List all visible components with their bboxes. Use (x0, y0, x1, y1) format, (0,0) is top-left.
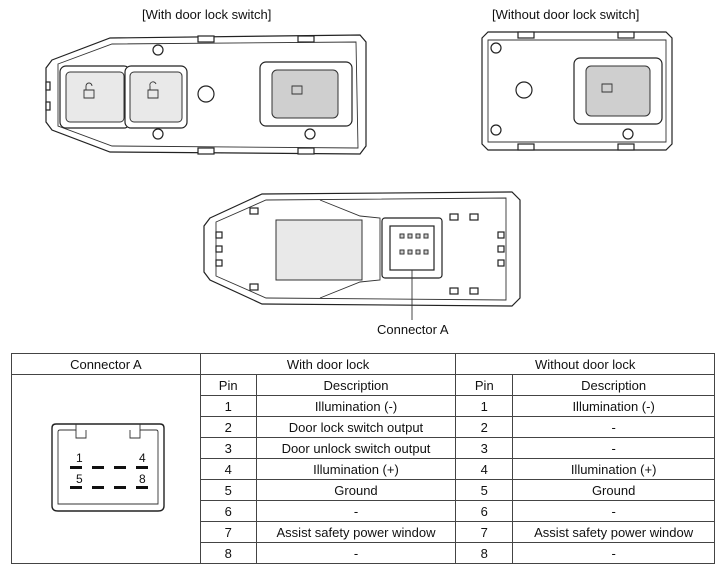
description-without: - (512, 500, 715, 522)
table-header-row: Connector A With door lock Without door … (11, 353, 715, 375)
description-without: Ground (512, 479, 715, 501)
description-with: - (255, 500, 457, 522)
pin-without: 4 (455, 458, 514, 480)
description-without: Illumination (+) (512, 458, 715, 480)
table-subheader-row: 1 4 5 8 Pin Description Pin Description (11, 374, 715, 564)
pin-without: 6 (455, 500, 514, 522)
pin-with: 3 (199, 437, 257, 459)
switch-with-door-lock-drawing (45, 34, 367, 155)
description-with: Illumination (-) (255, 395, 457, 417)
caption-without-door-lock-switch: [Without door lock switch] (492, 7, 640, 22)
pin-with: 7 (199, 521, 257, 543)
description-with: Door unlock switch output (255, 437, 457, 459)
table-row: 8 - 8 - (12, 542, 715, 564)
without-door-lock-header: Without door lock (455, 353, 715, 375)
table-row: 6 - 6 - (12, 500, 715, 522)
pin-with: 6 (199, 500, 257, 522)
table-row: 3 Door unlock switch output 3 - (12, 437, 715, 459)
pin-label-8: 8 (139, 472, 146, 486)
description-with: Illumination (+) (255, 458, 457, 480)
description-with: Ground (255, 479, 457, 501)
table-row: 4 Illumination (+) 4 Illumination (+) (12, 458, 715, 480)
pin-without: 2 (455, 416, 514, 438)
pin-without: 1 (455, 395, 514, 417)
connector-a-face-diagram (51, 423, 165, 512)
pin-with: 4 (199, 458, 257, 480)
switch-bottom-view-drawing (203, 191, 521, 320)
table-row: 5 Ground 5 Ground (12, 479, 715, 501)
pin-header-without: Pin (455, 374, 514, 396)
pin-without: 8 (455, 542, 514, 564)
pin-label-5: 5 (76, 472, 83, 486)
pin-with: 2 (199, 416, 257, 438)
caption-with-door-lock-switch: [With door lock switch] (142, 7, 272, 22)
switch-without-door-lock-drawing (481, 31, 673, 151)
description-with: Assist safety power window (255, 521, 457, 543)
table-row: 1 Illumination (-) 1 Illumination (-) (12, 395, 715, 417)
description-with: Door lock switch output (255, 416, 457, 438)
pin-label-1: 1 (76, 451, 83, 465)
connector-pin-table: Connector A With door lock Without door … (11, 353, 715, 564)
pin-without: 3 (455, 437, 514, 459)
connector-pin-row-bottom (70, 486, 148, 489)
pin-with: 1 (199, 395, 257, 417)
description-without: Illumination (-) (512, 395, 715, 417)
pin-without: 5 (455, 479, 514, 501)
description-without: Assist safety power window (512, 521, 715, 543)
description-header-with: Description (255, 374, 457, 396)
connector-header: Connector A (11, 353, 201, 375)
pin-with: 5 (199, 479, 257, 501)
table-row: 7 Assist safety power window 7 Assist sa… (12, 521, 715, 543)
pin-without: 7 (455, 521, 514, 543)
description-header-without: Description (512, 374, 715, 396)
with-door-lock-header: With door lock (199, 353, 457, 375)
description-with: - (255, 542, 457, 564)
description-without: - (512, 416, 715, 438)
description-without: - (512, 542, 715, 564)
connector-a-callout-label: Connector A (377, 322, 449, 337)
connector-a-pins-drawing (399, 233, 429, 255)
pin-with: 8 (199, 542, 257, 564)
description-without: - (512, 437, 715, 459)
connector-pin-row-top (70, 466, 148, 469)
pin-header-with: Pin (199, 374, 257, 396)
connector-diagram-cell: 1 4 5 8 (11, 374, 201, 564)
pin-label-4: 4 (139, 451, 146, 465)
